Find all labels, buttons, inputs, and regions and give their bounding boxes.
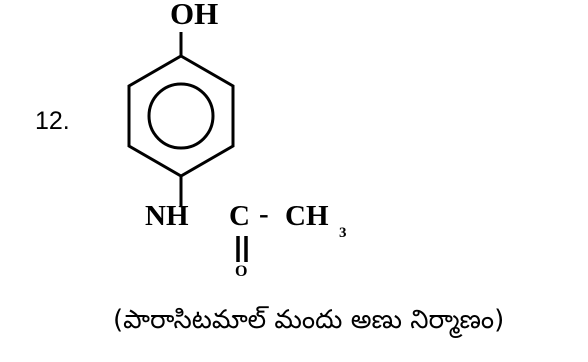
carbonyl-oxygen-label: O <box>235 263 248 280</box>
amine-label: NH <box>145 200 189 232</box>
methyl-label: CH <box>285 200 329 232</box>
question-number: 12. <box>35 107 70 135</box>
benzene-ring <box>127 54 235 178</box>
aromatic-circle <box>147 82 215 150</box>
bond-dash-label: - <box>259 198 269 230</box>
hydroxyl-label: OH <box>170 0 219 31</box>
caption: (పారాసిటమాల్ మందు అణు నిర్మాణం) <box>113 305 505 335</box>
carbonyl-carbon-label: C <box>229 200 250 232</box>
methyl-subscript: 3 <box>339 225 347 241</box>
